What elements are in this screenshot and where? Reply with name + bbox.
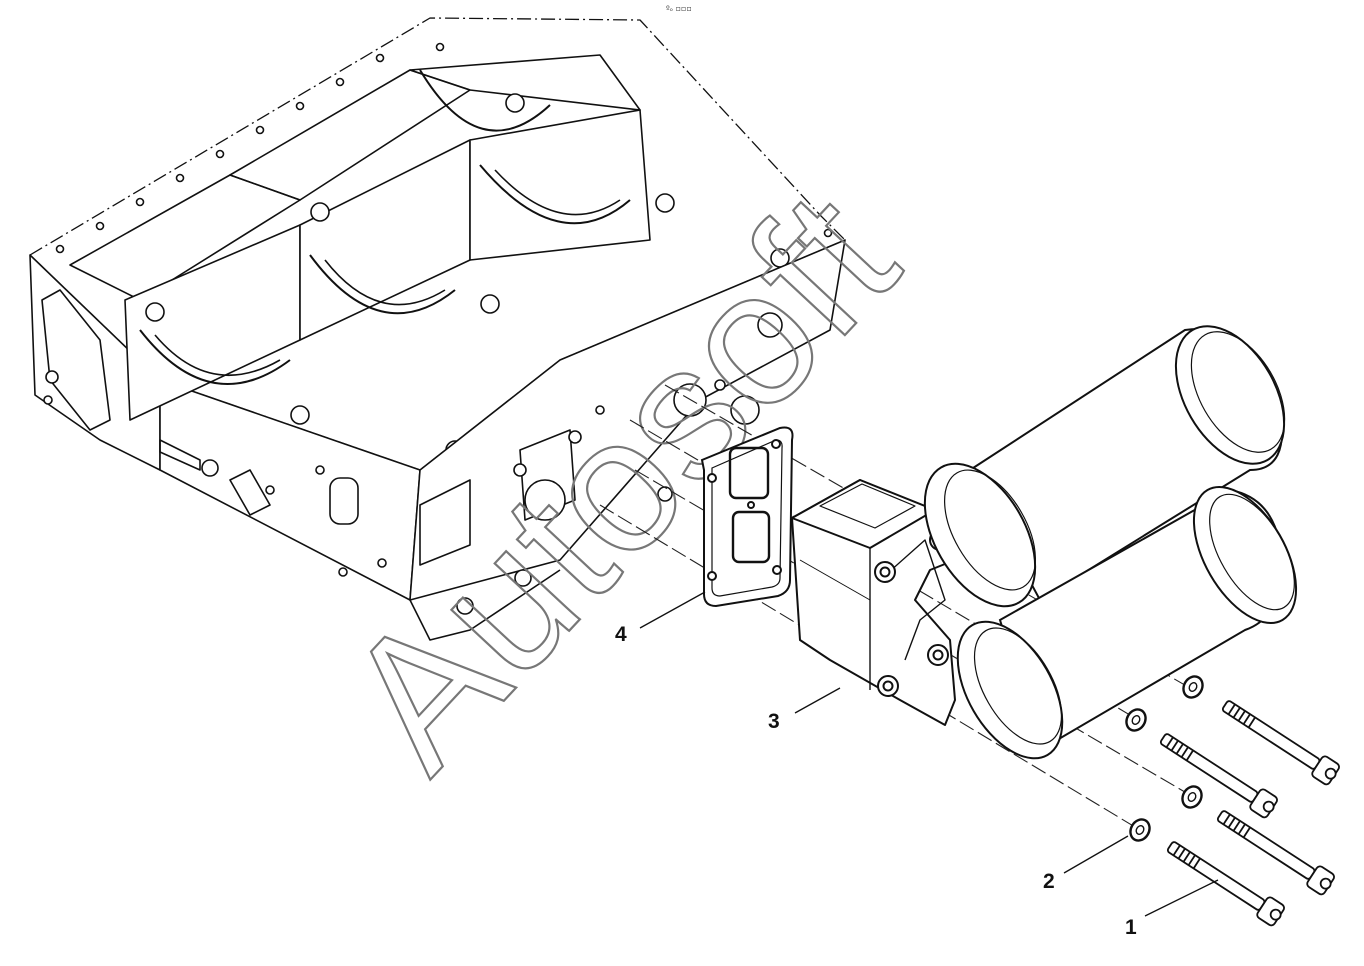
washers-part-2: [1125, 675, 1204, 842]
bolt: [1216, 810, 1335, 896]
leader-line-4: [639, 591, 706, 629]
leader-line-3: [794, 687, 841, 714]
callout-2: 2: [1043, 870, 1055, 893]
leader-line-1: [1144, 879, 1219, 917]
filter-cartridges: [923, 325, 1298, 760]
bolts-part-1: [1159, 700, 1340, 927]
bolt: [1221, 700, 1340, 786]
engine-block: [29, 17, 846, 641]
leader-lines: [639, 591, 1219, 917]
bolt: [1166, 841, 1285, 927]
callout-1: 1: [1125, 916, 1137, 939]
corner-mark: ºₒ ▫▫▫: [666, 4, 692, 13]
callout-4: 4: [615, 623, 627, 646]
bolt: [1159, 733, 1278, 819]
gasket-part-4: [700, 426, 794, 608]
leader-line-2: [1063, 835, 1129, 874]
callout-3: 3: [768, 710, 780, 733]
